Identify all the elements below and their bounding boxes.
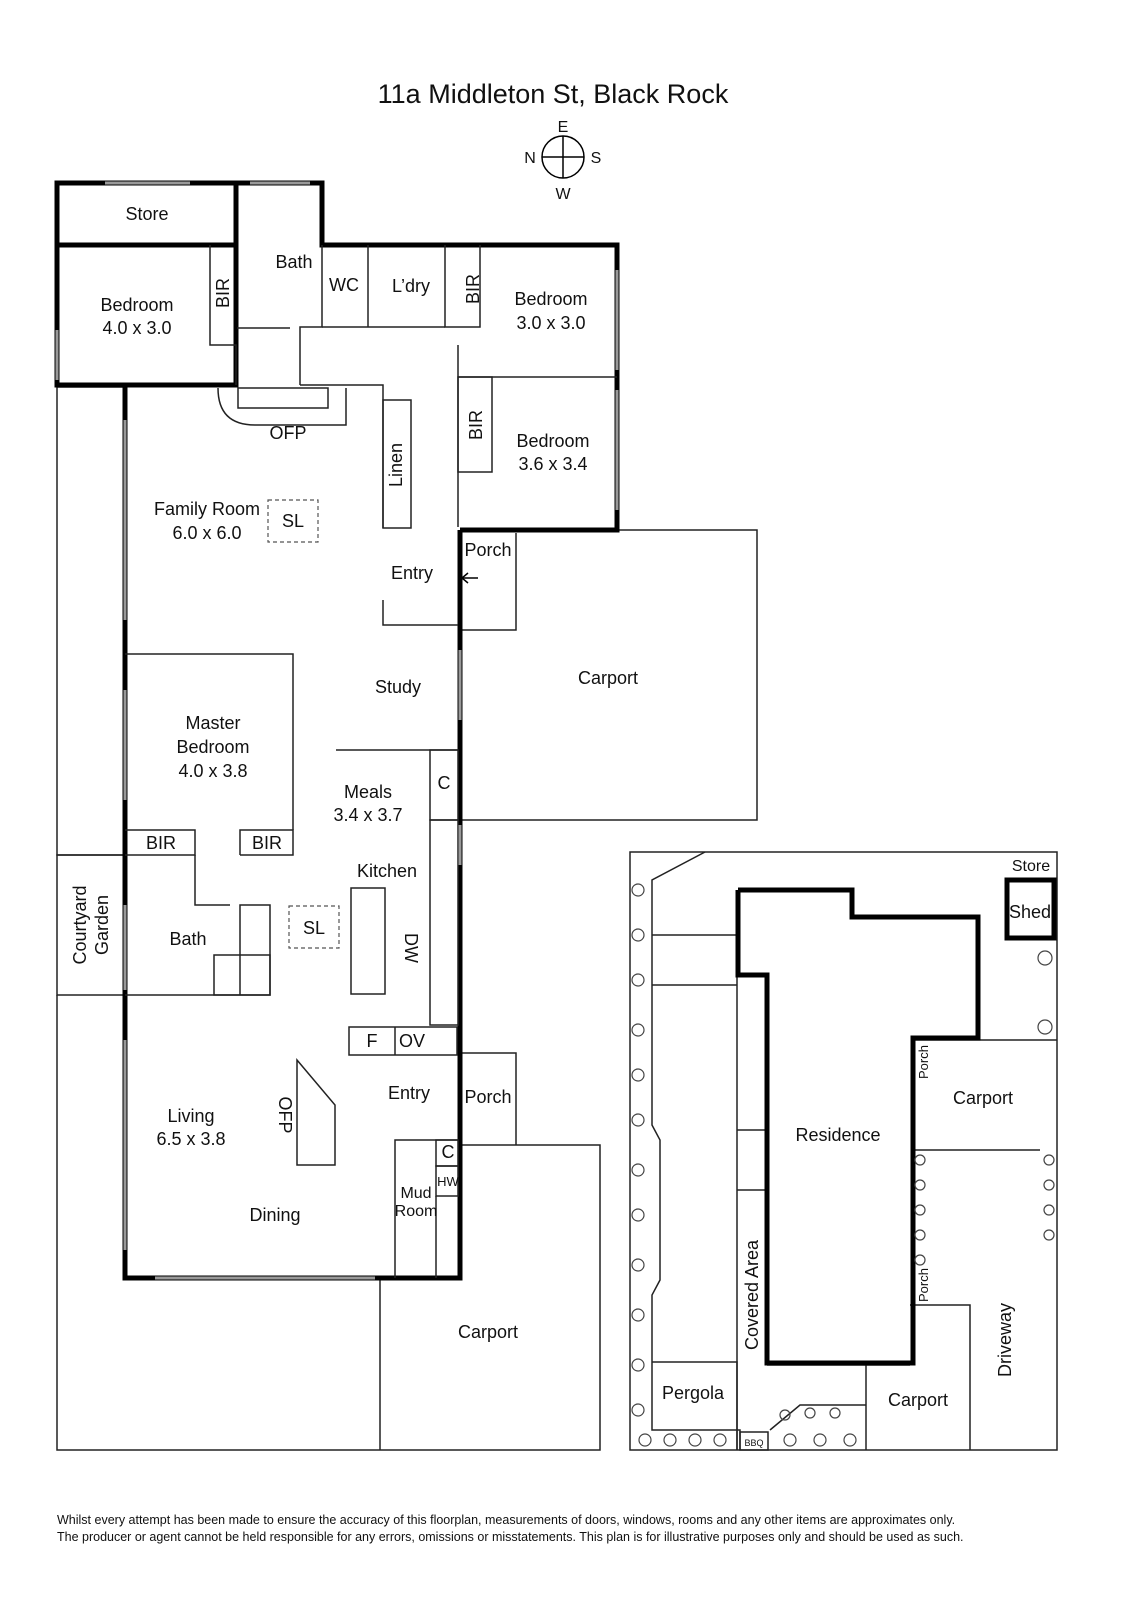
room-entry-1: Entry (391, 563, 433, 583)
disclaimer-line-2: The producer or agent cannot be held res… (57, 1530, 964, 1544)
room-porch-1: Porch (464, 540, 511, 560)
site-covered-area: Covered Area (742, 1239, 762, 1350)
site-porch-2: Porch (916, 1268, 931, 1302)
interior-walls (125, 245, 617, 1278)
room-courtyard-2: Garden (92, 895, 112, 955)
site-pergola: Pergola (662, 1383, 725, 1403)
room-meals: Meals (344, 782, 392, 802)
site-residence: Residence (795, 1125, 880, 1145)
room-bir-2: BIR (463, 274, 483, 304)
walls (54, 180, 620, 1281)
room-mud-1: Mud (400, 1185, 431, 1202)
disclaimer-line-1: Whilst every attempt has been made to en… (57, 1513, 956, 1527)
disclaimer: Whilst every attempt has been made to en… (57, 1512, 964, 1546)
room-bedroom-3: Bedroom (516, 431, 589, 451)
room-entry-2: Entry (388, 1083, 430, 1103)
room-sl-1: SL (282, 511, 304, 531)
room-bedroom-1: Bedroom (100, 295, 173, 315)
tree-icons (631, 883, 1055, 1447)
room-living-dims: 6.5 x 3.8 (156, 1129, 225, 1149)
compass-e: E (558, 119, 569, 136)
room-bir-3: BIR (466, 410, 486, 440)
room-sl-2: SL (303, 918, 325, 938)
compass-icon: E N S W (524, 119, 601, 203)
room-hw: HW (437, 1174, 459, 1189)
room-fridge: F (367, 1031, 378, 1051)
room-bedroom-2: Bedroom (514, 289, 587, 309)
site-bbq: BBQ (744, 1438, 763, 1448)
room-linen: Linen (386, 443, 406, 487)
room-master-1: Master (185, 713, 240, 733)
room-bir-5: BIR (252, 833, 282, 853)
compass-n: N (524, 150, 536, 167)
room-courtyard-1: Courtyard (70, 885, 90, 964)
room-family-dims: 6.0 x 6.0 (172, 523, 241, 543)
room-c-2: C (442, 1142, 455, 1162)
room-master-dims: 4.0 x 3.8 (178, 761, 247, 781)
site-store: Store (1012, 858, 1050, 875)
room-mud-2: Room (395, 1203, 438, 1220)
skylight-kitchen (288, 905, 340, 949)
room-wc: WC (329, 275, 359, 295)
site-shed: Shed (1009, 902, 1051, 922)
room-bedroom-3-dims: 3.6 x 3.4 (518, 454, 587, 474)
room-study: Study (375, 677, 421, 697)
room-carport-2: Carport (458, 1322, 518, 1342)
room-porch-2: Porch (464, 1087, 511, 1107)
room-master-2: Bedroom (176, 737, 249, 757)
room-dw: DW (401, 933, 421, 963)
site-porch-1: Porch (916, 1045, 931, 1079)
compass-w: W (555, 186, 571, 203)
site-driveway: Driveway (995, 1303, 1015, 1377)
room-bir-1: BIR (213, 278, 233, 308)
room-bedroom-1-dims: 4.0 x 3.0 (102, 318, 171, 338)
room-bedroom-2-dims: 3.0 x 3.0 (516, 313, 585, 333)
windows (55, 181, 619, 1280)
room-ofp-1: OFP (269, 423, 306, 443)
room-kitchen: Kitchen (357, 861, 417, 881)
room-bath-1: Bath (275, 252, 312, 272)
outdoor-outlines (56, 386, 758, 1451)
room-laundry: L’dry (392, 276, 430, 296)
room-c-1: C (438, 773, 451, 793)
room-store: Store (125, 204, 168, 224)
room-oven: OV (399, 1031, 425, 1051)
entry-arrow-icon (460, 572, 478, 584)
site-carport-2: Carport (888, 1390, 948, 1410)
compass-s: S (591, 150, 602, 167)
room-carport-1: Carport (578, 668, 638, 688)
room-dining: Dining (249, 1205, 300, 1225)
skylight-family (267, 499, 319, 543)
room-bath-2: Bath (169, 929, 206, 949)
room-family: Family Room (154, 499, 260, 519)
site-plan (629, 851, 1058, 1451)
room-living: Living (167, 1106, 214, 1126)
room-bir-4: BIR (146, 833, 176, 853)
room-ofp-2: OFP (275, 1096, 295, 1133)
plan-title: 11a Middleton St, Black Rock (378, 79, 729, 109)
site-carport-1: Carport (953, 1088, 1013, 1108)
room-meals-dims: 3.4 x 3.7 (333, 805, 402, 825)
